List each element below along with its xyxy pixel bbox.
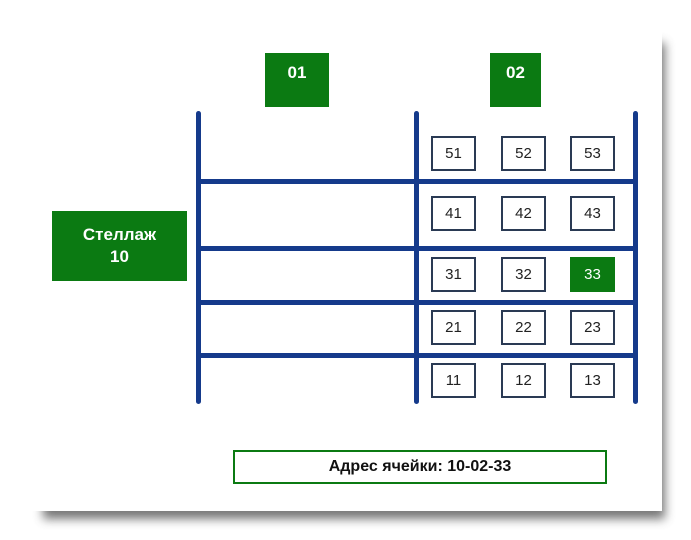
cell-33-selected[interactable]: 33 [570, 257, 615, 292]
cell-42[interactable]: 42 [501, 196, 546, 231]
cell-13[interactable]: 13 [570, 363, 615, 398]
rack-upright-right [633, 111, 638, 404]
cell-address-text: Адрес ячейки: 10-02-33 [328, 458, 512, 475]
cell-31[interactable]: 31 [431, 257, 476, 292]
diagram-card: 01 02 Стеллаж 10 51 52 53 41 42 43 31 32… [32, 31, 662, 511]
cell-32[interactable]: 32 [501, 257, 546, 292]
cell-21-label: 21 [445, 319, 462, 336]
cell-52[interactable]: 52 [501, 136, 546, 171]
cell-42-label: 42 [515, 205, 532, 222]
section-label-01-text: 01 [287, 63, 307, 82]
rack-upright-middle [414, 111, 419, 404]
cell-32-label: 32 [515, 266, 532, 283]
rack-shelf-2 [196, 246, 638, 251]
cell-address-box: Адрес ячейки: 10-02-33 [233, 450, 607, 484]
cell-41[interactable]: 41 [431, 196, 476, 231]
cell-43-label: 43 [584, 205, 601, 222]
cell-11[interactable]: 11 [431, 363, 476, 398]
cell-23[interactable]: 23 [570, 310, 615, 345]
cell-31-label: 31 [445, 266, 462, 283]
cell-23-label: 23 [584, 319, 601, 336]
rack-label: Стеллаж 10 [52, 211, 187, 281]
rack-shelf-4 [196, 353, 638, 358]
cell-53-label: 53 [584, 145, 601, 162]
rack-shelf-3 [196, 300, 638, 305]
section-label-02-text: 02 [506, 63, 525, 82]
rack-upright-left [196, 111, 201, 404]
cell-22[interactable]: 22 [501, 310, 546, 345]
cell-13-label: 13 [584, 372, 601, 389]
cell-41-label: 41 [445, 205, 462, 222]
section-label-01: 01 [265, 53, 329, 107]
cell-12[interactable]: 12 [501, 363, 546, 398]
cell-21[interactable]: 21 [431, 310, 476, 345]
section-label-02: 02 [490, 53, 541, 107]
cell-51-label: 51 [445, 145, 462, 162]
rack-shelf-1 [196, 179, 638, 184]
rack-label-line2: 10 [110, 247, 129, 266]
cell-33-label: 33 [584, 266, 601, 283]
cell-53[interactable]: 53 [570, 136, 615, 171]
cell-22-label: 22 [515, 319, 532, 336]
cell-12-label: 12 [515, 372, 532, 389]
cell-51[interactable]: 51 [431, 136, 476, 171]
cell-43[interactable]: 43 [570, 196, 615, 231]
rack-label-line1: Стеллаж [82, 225, 157, 244]
cell-11-label: 11 [445, 372, 462, 389]
cell-52-label: 52 [515, 145, 532, 162]
